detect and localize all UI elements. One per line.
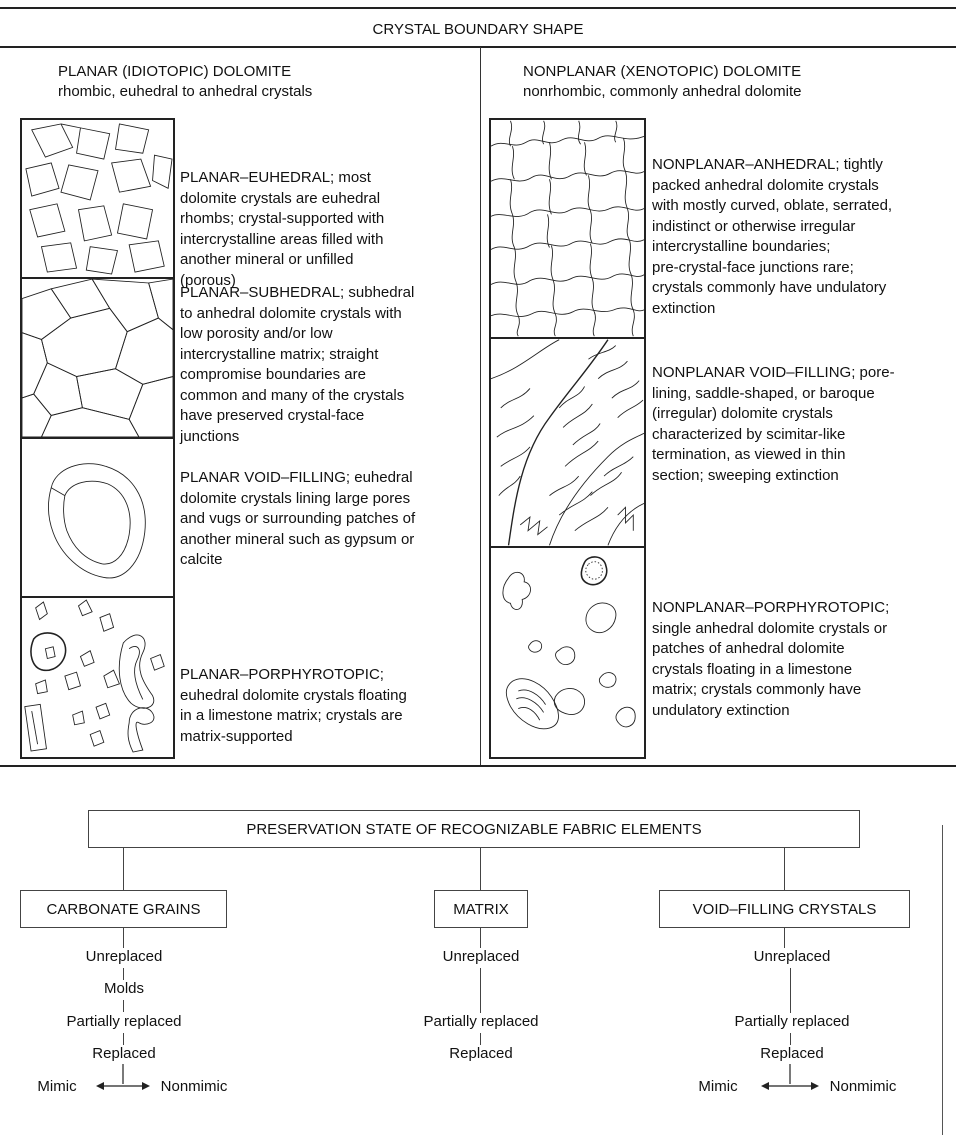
connector-grains-1 xyxy=(123,928,125,948)
nonplanar-void-filling-image xyxy=(489,337,646,548)
grains-replaced: Replaced xyxy=(92,1045,156,1062)
void-branch-arrow-icon xyxy=(761,1064,819,1090)
right-edge-line xyxy=(942,825,944,1135)
matrix-label: MATRIX xyxy=(453,900,509,918)
void-replaced: Replaced xyxy=(760,1045,824,1062)
void-filling-crystals-label: VOID–FILLING CRYSTALS xyxy=(692,900,877,918)
connector-grains-2 xyxy=(123,968,125,980)
carbonate-grains-label: CARBONATE GRAINS xyxy=(46,900,201,918)
nonplanar-anhedral-image xyxy=(489,118,646,339)
grains-unreplaced: Unreplaced xyxy=(85,948,163,965)
connector-matrix-top xyxy=(480,848,482,892)
planar-void-filling-image xyxy=(20,437,175,598)
connector-matrix-3 xyxy=(480,1033,482,1045)
planar-porphyrotopic-text: PLANAR–PORPHYROTOPIC;euhedral dolomite c… xyxy=(180,666,407,745)
grains-nonmimic: Nonmimic xyxy=(160,1078,228,1095)
grains-molds: Molds xyxy=(103,980,145,997)
nonplanar-void-filling-text: NONPLANAR VOID–FILLING; pore-lining, sad… xyxy=(652,364,895,484)
void-nonmimic: Nonmimic xyxy=(829,1078,897,1095)
carbonate-grains-box: CARBONATE GRAINS xyxy=(20,890,227,928)
matrix-partially-replaced: Partially replaced xyxy=(423,1013,539,1030)
planar-euhedral-image xyxy=(20,118,175,279)
connector-matrix-2 xyxy=(480,968,482,1013)
void-unreplaced: Unreplaced xyxy=(753,948,831,965)
planar-heading: PLANAR (IDIOTOPIC) DOLOMITE xyxy=(58,63,292,80)
planar-subhedral-image xyxy=(20,277,175,439)
matrix-unreplaced: Unreplaced xyxy=(442,948,520,965)
grains-branch-arrow-icon xyxy=(96,1064,150,1090)
connector-void-top xyxy=(784,848,786,892)
grains-partially-replaced: Partially replaced xyxy=(66,1013,182,1030)
connector-grains-4 xyxy=(123,1033,125,1045)
nonplanar-subheading: nonrhombic, commonly anhedral dolomite xyxy=(523,83,802,100)
header-rule xyxy=(0,46,956,48)
preservation-title: PRESERVATION STATE OF RECOGNIZABLE FABRI… xyxy=(246,820,702,838)
void-partially-replaced: Partially replaced xyxy=(734,1013,850,1030)
connector-matrix-1 xyxy=(480,928,482,948)
connector-grains-3 xyxy=(123,1000,125,1012)
preservation-title-box: PRESERVATION STATE OF RECOGNIZABLE FABRI… xyxy=(88,810,860,848)
section-title: CRYSTAL BOUNDARY SHAPE xyxy=(372,21,584,38)
void-filling-crystals-box: VOID–FILLING CRYSTALS xyxy=(659,890,910,928)
column-divider xyxy=(480,47,482,765)
section-bottom-rule xyxy=(0,765,956,767)
planar-porphyrotopic-image xyxy=(20,596,175,759)
connector-grains-top xyxy=(123,848,125,892)
connector-void-3 xyxy=(790,1033,792,1045)
nonplanar-heading: NONPLANAR (XENOTOPIC) DOLOMITE xyxy=(523,63,802,80)
nonplanar-porphyrotopic-image xyxy=(489,546,646,759)
top-rule xyxy=(0,7,956,9)
connector-void-2 xyxy=(790,968,792,1013)
connector-void-1 xyxy=(784,928,786,948)
matrix-replaced: Replaced xyxy=(449,1045,513,1062)
matrix-box: MATRIX xyxy=(434,890,528,928)
nonplanar-porphyrotopic-text: NONPLANAR–PORPHYROTOPIC;single anhedral … xyxy=(652,599,890,719)
grains-mimic: Mimic xyxy=(37,1078,77,1095)
void-mimic: Mimic xyxy=(698,1078,738,1095)
planar-subheading: rhombic, euhedral to anhedral crystals xyxy=(58,83,313,100)
